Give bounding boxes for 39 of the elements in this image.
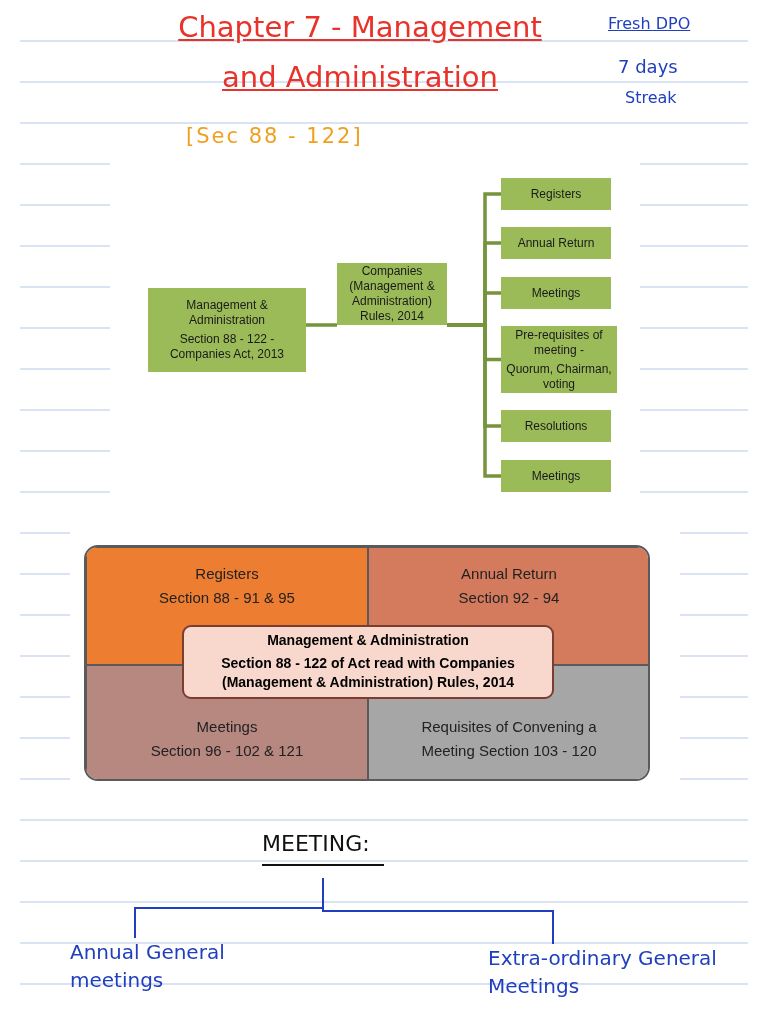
process-box (148, 288, 306, 372)
label: Companies (Management & Administration) Rules, 2014 (348, 264, 436, 324)
label: Requisites of Convening a Meeting Section 103 - 120 (420, 717, 598, 761)
process-box (501, 227, 611, 259)
label: Meetings (531, 285, 581, 301)
label: Pre-requisites of meeting - (514, 327, 604, 358)
label: Section 96 - 102 & 121 (150, 741, 304, 761)
label: Meetings (531, 468, 581, 484)
process-box (501, 410, 611, 442)
label: Quorum, Chairman, voting (505, 361, 613, 392)
label: Management & Administration (266, 631, 470, 651)
note: Streak (625, 88, 677, 107)
label: Resolutions (524, 418, 588, 434)
label: Section 88 - 122 - Companies Act, 2013 (168, 332, 286, 362)
center-box (182, 625, 554, 699)
label: Annual Return (517, 235, 595, 251)
label: Annual General meetings (70, 939, 226, 994)
label: Management & Administration (185, 298, 269, 328)
title: Chapter 7 - Management and Administration (177, 9, 543, 96)
label: Annual Return (461, 564, 557, 584)
label: Section 88 - 91 & 95 (159, 588, 295, 608)
note: Fresh DPO (608, 14, 691, 33)
label: Section 88 - 122 of Act read with Companies (Management & Administration) Rules, 2014 (220, 653, 516, 693)
process-box (501, 178, 611, 210)
note: 7 days (618, 56, 678, 77)
label: Section 92 - 94 (458, 588, 560, 608)
section-range: [Sec 88 - 122] (186, 124, 363, 148)
label: Extra-ordinary General Meetings (488, 945, 718, 1000)
connector-line (306, 323, 337, 327)
label: MEETING: (262, 830, 371, 858)
label: Registers (195, 564, 259, 584)
process-box (501, 326, 617, 393)
process-box (501, 277, 611, 309)
label: Meetings (196, 717, 258, 737)
label: Registers (530, 186, 582, 202)
connector-line (322, 877, 554, 945)
quadrant-frame (84, 545, 650, 781)
process-box (501, 460, 611, 492)
process-box (337, 263, 447, 325)
